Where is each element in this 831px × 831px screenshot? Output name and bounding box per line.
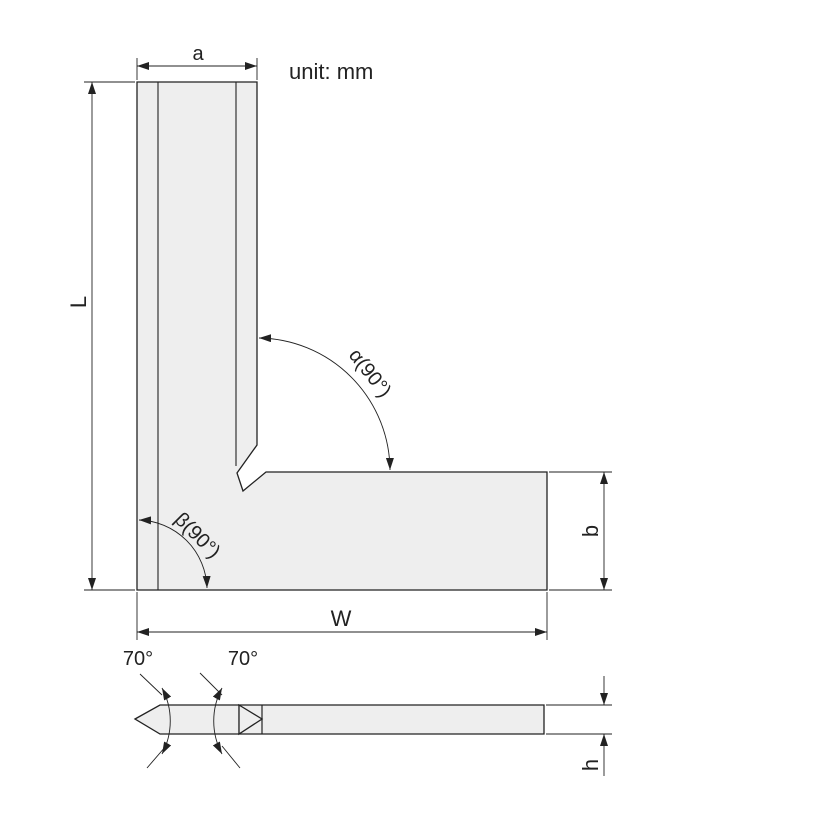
angle-alpha-arc — [258, 334, 394, 471]
dimension-b-label: b — [578, 525, 603, 537]
unit-note: unit: mm — [289, 59, 373, 84]
square-side-view — [133, 703, 545, 736]
bevel-angle-left — [139, 673, 172, 769]
angle-alpha-label: α(90°) — [344, 345, 395, 402]
side-profile — [133, 704, 545, 735]
square-body — [136, 81, 548, 591]
dimension-W-label: W — [331, 606, 352, 631]
dimension-h — [546, 676, 612, 776]
square-front-view — [136, 81, 548, 591]
dimension-L-label: L — [66, 296, 91, 308]
dimension-a-label: a — [192, 43, 204, 65]
bevel-angle-right — [199, 672, 241, 769]
bevel-left-label: 70° — [123, 648, 153, 670]
bevel-right-label: 70° — [228, 648, 258, 670]
dimension-h-label: h — [578, 759, 603, 771]
angle-beta-arc — [138, 516, 211, 589]
side-bevel-right — [238, 703, 264, 736]
